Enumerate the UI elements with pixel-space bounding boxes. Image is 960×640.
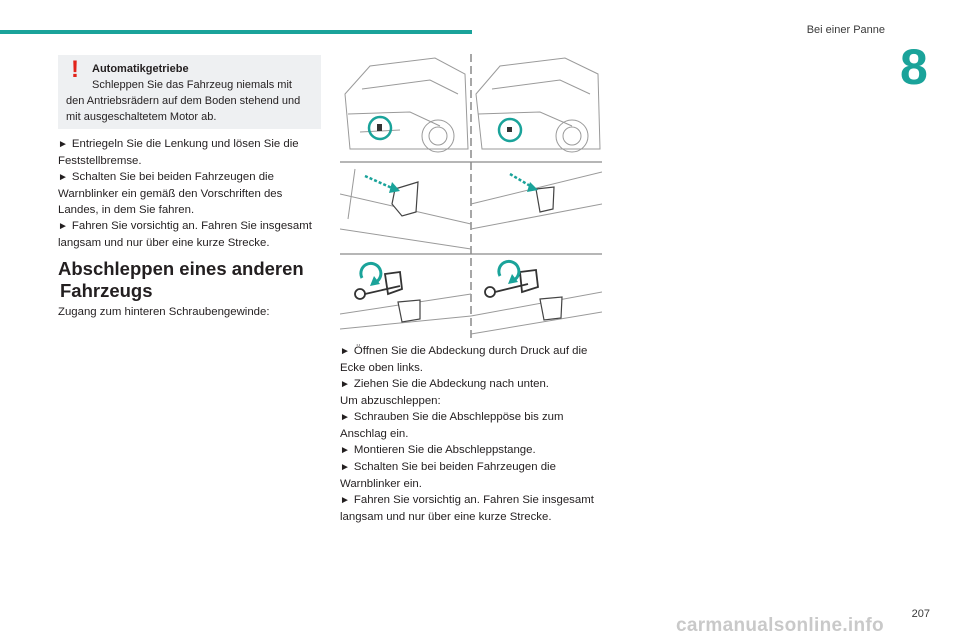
section-intro: Zugang zum hinteren Schraubengewinde: <box>58 306 270 318</box>
step-line: Feststellbremse. <box>58 155 142 167</box>
step-line: Landes, in dem Sie fahren. <box>58 204 195 216</box>
step-line: ►Schalten Sie bei beiden Fahrzeugen die <box>58 171 274 183</box>
bullet-arrow-icon: ► <box>340 379 350 390</box>
car-rear-left-panel <box>344 57 469 153</box>
running-header: Bei einer Panne <box>806 24 885 36</box>
warning-box: ! Automatikgetriebe Schleppen Sie das Fa… <box>58 55 321 129</box>
warning-icon: ! <box>71 56 79 83</box>
step-line: Um abzuschleppen: <box>340 395 441 407</box>
car-rear-right-panel <box>475 57 601 153</box>
cover-press-left-panel <box>340 168 472 250</box>
bullet-arrow-icon: ► <box>340 462 350 473</box>
step-line: ►Ziehen Sie die Abdeckung nach unten. <box>340 378 549 390</box>
step-line: ►Montieren Sie die Abschleppstange. <box>340 444 536 456</box>
bullet-arrow-icon: ► <box>340 495 350 506</box>
step-line: ►Schrauben Sie die Abschleppöse bis zum <box>340 411 564 423</box>
step-line: ►Öffnen Sie die Abdeckung durch Druck au… <box>340 345 588 357</box>
cover-open-right-panel <box>470 171 602 230</box>
header-accent-bar <box>0 30 472 34</box>
section-heading: Abschleppen eines anderen Fahrzeugs <box>58 258 304 301</box>
bullet-arrow-icon: ► <box>58 172 68 183</box>
warning-text-line: mit ausgeschaltetem Motor ab. <box>66 111 217 123</box>
bullet-arrow-icon: ► <box>340 412 350 423</box>
step-line: ►Schalten Sie bei beiden Fahrzeugen die <box>340 461 556 473</box>
watermark: carmanualsonline.info <box>676 615 884 636</box>
step-line: Warnblinker ein gemäß den Vorschriften d… <box>58 188 283 200</box>
step-line: ►Entriegeln Sie die Lenkung und lösen Si… <box>58 138 299 150</box>
warning-title: Automatikgetriebe <box>92 63 189 75</box>
step-line: Ecke oben links. <box>340 362 423 374</box>
bullet-arrow-icon: ► <box>340 346 350 357</box>
right-steps: ►Öffnen Sie die Abdeckung durch Druck au… <box>340 343 620 525</box>
bullet-arrow-icon: ► <box>340 445 350 456</box>
page-number: 207 <box>911 608 930 620</box>
towing-eye-illustration <box>340 54 602 338</box>
step-line: ►Fahren Sie vorsichtig an. Fahren Sie in… <box>58 220 312 232</box>
warning-text-line: Schleppen Sie das Fahrzeug niemals mit <box>92 79 292 91</box>
step-line: ►Fahren Sie vorsichtig an. Fahren Sie in… <box>340 494 594 506</box>
towing-eye-right-panel <box>470 291 602 335</box>
step-line: Anschlag ein. <box>340 428 409 440</box>
left-steps: ►Entriegeln Sie die Lenkung und lösen Si… <box>58 136 328 251</box>
warning-text-line: den Antriebsrädern auf dem Boden stehend… <box>66 95 301 107</box>
bullet-arrow-icon: ► <box>58 221 68 232</box>
step-line: langsam und nur über eine kurze Strecke. <box>58 237 270 249</box>
bullet-arrow-icon: ► <box>58 139 68 150</box>
step-line: langsam und nur über eine kurze Strecke. <box>340 511 552 523</box>
towing-eye-left-panel <box>340 293 472 330</box>
chapter-number: 8 <box>900 39 928 95</box>
step-line: Warnblinker ein. <box>340 478 422 490</box>
